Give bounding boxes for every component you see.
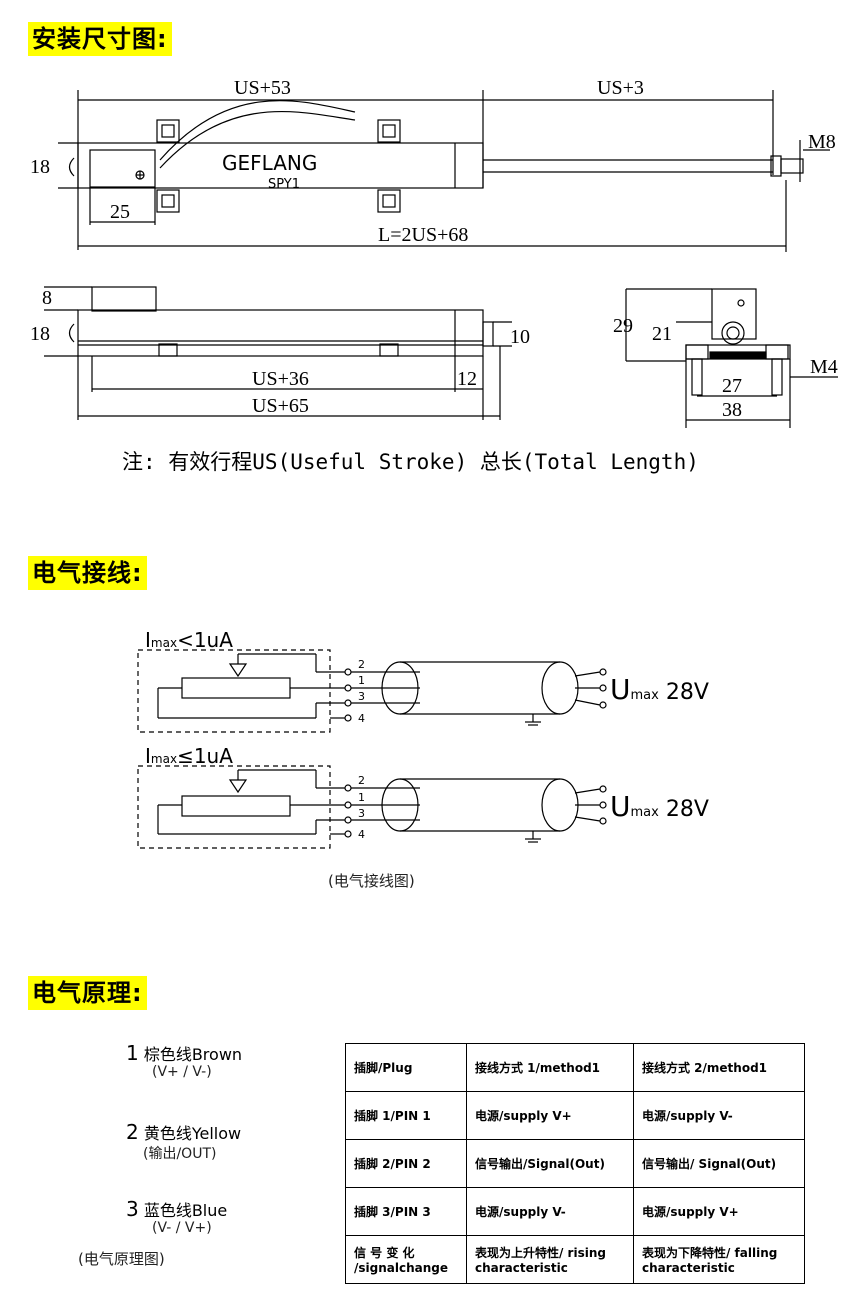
imax-sub-2: max (150, 752, 178, 766)
w1-pin-2: 2 (358, 658, 365, 671)
wiring-diagram-2: 2 1 3 4 (137, 765, 607, 849)
table-cell: 信号输出/Signal(Out) (466, 1139, 634, 1188)
table-cell: 接线方式 2/method1 (633, 1043, 805, 1092)
dim-d10: 10 (510, 326, 530, 348)
w1-pin-1: 1 (358, 674, 365, 687)
dim-h18b: 18 (30, 323, 50, 345)
table-cell: 信号输出/ Signal(Out) (633, 1139, 805, 1188)
wire1-name: 棕色线Brown (143, 1045, 243, 1064)
stroke-note: 注: 有效行程US(Useful Stroke) 总长(Total Length… (122, 450, 699, 474)
table-cell: 表现为上升特性/ rising characteristic (466, 1235, 634, 1284)
dim-us3: US+3 (597, 77, 644, 99)
w1-pin-3: 3 (358, 690, 365, 703)
umax-label-1: Umax 28V (610, 673, 709, 706)
dim-w25: 25 (110, 201, 130, 223)
model-label: SPY1 (268, 177, 300, 192)
dim-us36: US+36 (252, 368, 309, 390)
wire2-name: 黄色线Yellow (143, 1124, 242, 1143)
imax-label-1: Imax<1uA (145, 628, 233, 652)
imax-i-1: I (145, 628, 151, 652)
table-cell: 信 号 变 化 /signalchange (345, 1235, 467, 1284)
table-cell: 插脚 1/PIN 1 (345, 1091, 467, 1140)
umax-val-2: 28V (665, 797, 709, 822)
wire2-sub: (输出/OUT) (143, 1146, 217, 1162)
wire2-label: 2 黄色线Yellow (126, 1120, 241, 1144)
wire3-num: 3 (126, 1197, 139, 1221)
imax-rest-2: ≤1uA (177, 744, 233, 768)
umax-label-2: Umax 28V (610, 790, 709, 823)
dim-m4: M4 (810, 356, 838, 378)
umax-u-1: U (610, 673, 631, 706)
imax-i-2: I (145, 744, 151, 768)
umax-sub-1: max (630, 688, 659, 703)
w2-pin-2: 2 (358, 774, 365, 787)
wiring-diagram: 2 1 3 4 2 1 3 (137, 649, 607, 849)
w2-pin-1: 1 (358, 791, 365, 804)
wire2-num: 2 (126, 1120, 139, 1144)
heading-principle: 电气原理: (28, 976, 147, 1010)
wiring-caption: (电气接线图) (328, 872, 415, 890)
dim-h29: 29 (613, 315, 633, 337)
table-cell: 接线方式 1/method1 (466, 1043, 634, 1092)
table-cell: 电源/supply V+ (466, 1091, 634, 1140)
brand-label: GEFLANG (222, 151, 317, 175)
dim-m8: M8 (808, 131, 836, 153)
dim-total-length: L=2US+68 (378, 224, 468, 246)
dim-h21: 21 (652, 323, 672, 345)
heading-wiring: 电气接线: (28, 556, 147, 590)
imax-label-2: Imax≤1uA (145, 744, 233, 768)
umax-sub-2: max (630, 805, 659, 820)
dim-h8: 8 (42, 287, 52, 309)
umax-val-1: 28V (665, 680, 709, 705)
table-row: 插脚 1/PIN 1 电源/supply V+ 电源/supply V- (345, 1091, 805, 1140)
w1-pin-4: 4 (358, 712, 365, 725)
dim-us53: US+53 (234, 77, 291, 99)
table-cell: 插脚 3/PIN 3 (345, 1187, 467, 1236)
dim-d12: 12 (457, 368, 477, 390)
imax-sub-1: max (150, 636, 178, 650)
table-cell: 电源/supply V+ (633, 1187, 805, 1236)
wiring-diagram-1: 2 1 3 4 (137, 649, 607, 733)
table-cell: 电源/supply V- (466, 1187, 634, 1236)
w2-pin-4: 4 (358, 828, 365, 841)
umax-u-2: U (610, 790, 631, 823)
wire3-label: 3 蓝色线Blue (126, 1197, 227, 1221)
table-row: 插脚 2/PIN 2 信号输出/Signal(Out) 信号输出/ Signal… (345, 1139, 805, 1188)
table-row: 插脚/Plug 接线方式 1/method1 接线方式 2/method1 (345, 1043, 805, 1092)
table-cell: 插脚/Plug (345, 1043, 467, 1092)
wire3-sub: (V- / V+) (152, 1220, 212, 1236)
wire3-name: 蓝色线Blue (143, 1201, 228, 1220)
heading-install: 安装尺寸图: (28, 22, 172, 56)
table-cell: 电源/supply V- (633, 1091, 805, 1140)
dimension-drawing: US+53 US+3 M8 18 25 GEFLANG SPY1 L=2US+6… (30, 77, 838, 428)
table-row: 插脚 3/PIN 3 电源/supply V- 电源/supply V+ (345, 1187, 805, 1236)
table-cell: 插脚 2/PIN 2 (345, 1139, 467, 1188)
imax-rest-1: <1uA (177, 628, 233, 652)
pin-table: 插脚/Plug 接线方式 1/method1 接线方式 2/method1 插脚… (345, 1043, 805, 1284)
dim-us65: US+65 (252, 395, 309, 417)
dim-h18a: 18 (30, 156, 50, 178)
wire1-sub: (V+ / V-) (152, 1064, 212, 1080)
table-row: 信 号 变 化 /signalchange 表现为上升特性/ rising ch… (345, 1235, 805, 1284)
w2-pin-3: 3 (358, 807, 365, 820)
dim-w27: 27 (722, 375, 742, 397)
wire1-num: 1 (126, 1041, 139, 1065)
wire1-label: 1 棕色线Brown (126, 1041, 242, 1065)
table-cell: 表现为下降特性/ falling characteristic (633, 1235, 805, 1284)
dim-w38: 38 (722, 399, 742, 421)
principle-caption: (电气原理图) (78, 1250, 165, 1268)
